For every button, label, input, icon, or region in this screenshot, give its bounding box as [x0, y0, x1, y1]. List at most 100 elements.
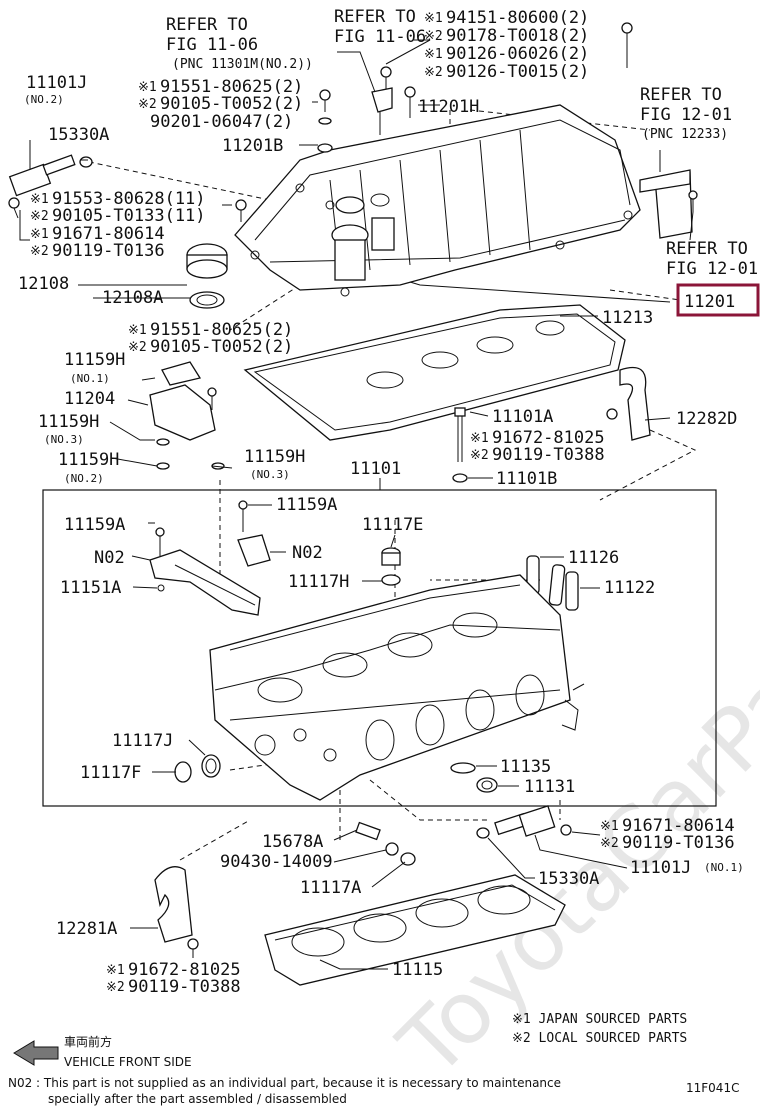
refer-top-mid-line2: FIG 11-06: [334, 27, 426, 47]
mark1-91551-b: ※1: [128, 323, 147, 338]
part-11159H-no3b: 11159H: [244, 447, 305, 467]
part-11201B: 11201B: [222, 136, 283, 156]
no1-a: (NO.1): [70, 372, 110, 385]
part-91551-80625-a: 91551-80625(2): [160, 77, 303, 97]
cylinder-head-gasket: [264, 874, 566, 986]
refer-right-bottom-line1: REFER TO: [666, 239, 748, 259]
mark2-90105-a: ※2: [138, 97, 157, 112]
mark1-91672-a: ※1: [470, 431, 489, 446]
part-90105-T0052-b: 90105-T0052(2): [150, 337, 293, 357]
part-11101B: 11101B: [496, 469, 557, 489]
part-11131: 11131: [524, 777, 575, 797]
camshaft-bearing-cap-parts: [149, 361, 225, 470]
part-11122: 11122: [604, 578, 655, 598]
mark2-90178: ※2: [424, 29, 443, 44]
oil-control-valve-no1: [476, 805, 572, 839]
mark2-90126: ※2: [424, 65, 443, 80]
part-11101J-bottom: 11101J: [630, 858, 691, 878]
part-11159H-no2: 11159H: [58, 450, 119, 470]
cylinder-head-plug: [381, 547, 401, 586]
front-label-jp: 車両前方: [64, 1034, 112, 1049]
n02-left: N02: [94, 548, 125, 568]
part-90178-T0018: 90178-T0018(2): [446, 26, 589, 46]
engine-hanger-front: [154, 866, 199, 958]
part-11159A-left: 11159A: [64, 515, 125, 535]
part-11115: 11115: [392, 960, 443, 980]
refer-top-left-line1: REFER TO: [166, 15, 248, 35]
no2-a: (NO.2): [24, 93, 64, 106]
part-11201H: 11201H: [418, 97, 479, 117]
front-direction-arrow: [13, 1040, 59, 1066]
oil-control-valve-no2: [8, 154, 93, 219]
cover-bolts: [235, 22, 633, 222]
refer-right-bottom-line2: FIG 12-01: [666, 259, 758, 279]
part-91672-81025-a: 91672-81025: [492, 428, 605, 448]
part-11204: 11204: [64, 389, 115, 409]
refer-top-left-line3: (PNC 11301M(NO.2)): [172, 57, 313, 72]
legend-local: ※2 LOCAL SOURCED PARTS: [512, 1031, 687, 1046]
mark2-90105-b: ※2: [128, 340, 147, 355]
footnote-line1: N02 : This part is not supplied as an in…: [8, 1076, 561, 1090]
mark2-90119-l: ※2: [30, 244, 49, 259]
part-11117E: 11117E: [362, 515, 423, 535]
part-11101: 11101: [350, 459, 401, 479]
refer-top-mid-line1: REFER TO: [334, 7, 416, 27]
part-11117J: 11117J: [112, 731, 173, 751]
oil-filler-cap: [186, 243, 228, 309]
footnote-line2: specially after the part assembled / dis…: [48, 1092, 347, 1106]
part-91553-80628: 91553-80628(11): [52, 189, 206, 209]
legend-japan: ※1 JAPAN SOURCED PARTS: [512, 1012, 687, 1027]
part-12108: 12108: [18, 274, 69, 294]
front-label-en: VEHICLE FRONT SIDE: [64, 1055, 192, 1069]
part-15330A-top: 15330A: [48, 125, 109, 145]
refer-right-top-line3: (PNC 12233): [642, 127, 728, 142]
part-11151A: 11151A: [60, 578, 121, 598]
engine-hanger-rear: [606, 366, 651, 441]
part-11159H-no3: 11159H: [38, 412, 99, 432]
mark1-90126: ※1: [424, 47, 443, 62]
refer-top-left-line2: FIG 11-06: [166, 35, 258, 55]
mark1-91551-a: ※1: [138, 80, 157, 95]
part-11135: 11135: [500, 757, 551, 777]
mark2-90119-b: ※2: [106, 980, 125, 995]
camshaft-housing: [149, 500, 271, 616]
head-seals: [450, 762, 498, 793]
n02-mid: N02: [292, 543, 323, 563]
cylinder-head-cover: [234, 104, 641, 297]
mark1-91553: ※1: [30, 192, 49, 207]
oil-pressure-parts: [355, 821, 416, 866]
mark1-91671-r: ※1: [600, 819, 619, 834]
pcv-bracket: [639, 169, 698, 239]
cylinder-head: [209, 574, 585, 801]
part-90119-T0136-l: 90119-T0136: [52, 241, 165, 261]
part-11201[interactable]: 11201: [684, 292, 735, 312]
part-11117A: 11117A: [300, 878, 361, 898]
no3-a: (NO.3): [44, 433, 84, 446]
mark1-91672-b: ※1: [106, 963, 125, 978]
part-11159H-no1: 11159H: [64, 350, 125, 370]
part-12108A: 12108A: [102, 288, 163, 308]
part-94151-80600: 94151-80600(2): [446, 8, 589, 28]
part-91671-80614-l: 91671-80614: [52, 224, 165, 244]
highlight-box-11201: [676, 283, 760, 317]
mark1-91671-l: ※1: [30, 227, 49, 242]
mark2-90119-a: ※2: [470, 448, 489, 463]
refer-right-top-line1: REFER TO: [640, 85, 722, 105]
part-11117F: 11117F: [80, 763, 141, 783]
mark2-90119-r: ※2: [600, 836, 619, 851]
part-90119-T0136-r: 90119-T0136: [622, 833, 735, 853]
part-11101J-top: 11101J: [26, 73, 87, 93]
part-90119-T0388-b: 90119-T0388: [128, 977, 241, 997]
leader-lines: [19, 39, 694, 970]
part-11117H: 11117H: [288, 572, 349, 592]
part-91671-80614-r: 91671-80614: [622, 816, 735, 836]
part-11213: 11213: [602, 308, 653, 328]
part-12281A: 12281A: [56, 919, 117, 939]
head-cover-gasket: [243, 304, 626, 441]
no1-b: (NO.1): [704, 861, 744, 874]
part-11101A: 11101A: [492, 407, 553, 427]
part-90126-06026: 90126-06026(2): [446, 44, 589, 64]
part-90126-T0015: 90126-T0015(2): [446, 62, 589, 82]
part-15330A-bottom: 15330A: [538, 869, 599, 889]
